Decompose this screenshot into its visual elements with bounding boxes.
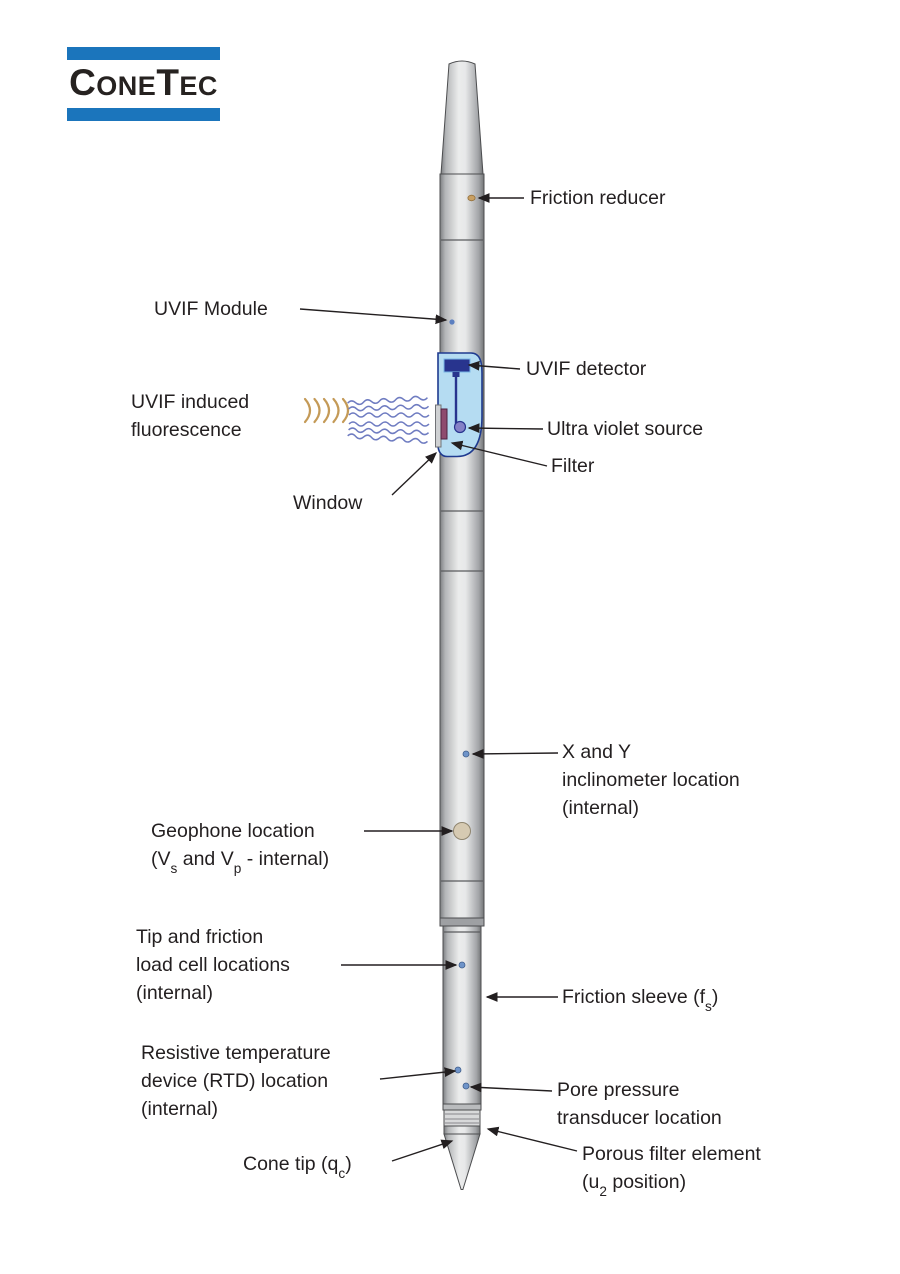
label-inclinometer: X and Y inclinometer location (internal) (562, 738, 740, 822)
label-friction-reducer: Friction reducer (530, 184, 665, 212)
label-text: position) (606, 1171, 687, 1193)
label-window: Window (293, 489, 362, 517)
label-text: load cell locations (136, 954, 290, 976)
label-text: (u2 position) (582, 1168, 761, 1203)
friction-sleeve-rod (442, 925, 482, 1105)
label-text: transducer location (557, 1107, 722, 1129)
label-text: Friction sleeve (f (562, 986, 706, 1008)
label-text: (internal) (136, 982, 213, 1004)
inclinometer-dot (462, 750, 470, 758)
fluorescence-waves (347, 395, 430, 444)
label-text: (internal) (141, 1098, 218, 1120)
subscript: 2 (599, 1183, 607, 1199)
label-text: Cone tip (qc) (243, 1150, 352, 1185)
label-uvif-module: UVIF Module (154, 295, 268, 323)
label-text: Filter (551, 455, 595, 477)
cone-collar (442, 1103, 482, 1111)
callout-arrows (299, 193, 578, 1162)
probe-body (439, 60, 485, 1190)
label-uvif-detector: UVIF detector (526, 355, 646, 383)
detector-stem (452, 372, 460, 377)
label-text: and V (177, 848, 234, 870)
probe-joint-band (439, 917, 485, 927)
logo-top-bar (67, 47, 220, 60)
label-text: Resistive temperature (141, 1042, 331, 1064)
rtd-dot (454, 1066, 462, 1074)
arrow-filter (450, 440, 548, 467)
label-filter: Filter (551, 452, 594, 480)
arrow-window (391, 452, 438, 496)
label-text: fluorescence (131, 419, 242, 441)
label-text: (V (151, 848, 171, 870)
arrow-rtd (379, 1067, 457, 1080)
arrow-porous-filter (486, 1126, 578, 1152)
label-text: - internal) (241, 848, 330, 870)
friction-reducer-port (467, 194, 476, 202)
label-text: Friction sleeve (fs) (562, 983, 718, 1018)
subscript: s (170, 860, 178, 876)
probe-joint-lines (441, 239, 483, 1124)
label-text: (internal) (562, 797, 639, 819)
label-text: UVIF induced (131, 391, 250, 413)
filter-plate (440, 408, 448, 440)
logo-letter: C (69, 62, 97, 103)
label-text: UVIF Module (154, 298, 268, 320)
label-text: Window (293, 492, 363, 514)
label-text: Porous filter element (582, 1143, 761, 1165)
uv-source-lamp (453, 420, 467, 434)
probe-main-tube (439, 173, 485, 919)
label-cone-tip: Cone tip (qc) (243, 1150, 352, 1185)
probe-top-taper (440, 60, 484, 175)
subscript: s (705, 998, 712, 1014)
label-porous-filter: Porous filter element (u2 position) (582, 1140, 761, 1203)
label-rtd: Resistive temperature device (RTD) locat… (141, 1039, 331, 1123)
label-friction-sleeve: Friction sleeve (fs) (562, 983, 718, 1018)
label-text: (Vs and Vp - internal) (151, 845, 329, 880)
label-uv-source: Ultra violet source (547, 415, 703, 443)
uvif-detector-block (443, 358, 471, 373)
label-text: Tip and friction (136, 926, 264, 948)
logo-bottom-bar (67, 108, 220, 121)
label-pore-pressure: Pore pressure transducer location (557, 1076, 722, 1132)
label-geophone: Geophone location (Vs and Vp - internal) (151, 817, 329, 880)
label-text: Friction reducer (530, 187, 666, 209)
label-text: Pore pressure (557, 1079, 680, 1101)
pore-pressure-dot (462, 1082, 470, 1090)
label-text: ) (345, 1153, 352, 1175)
cone-shoulder (443, 1125, 481, 1135)
label-uvif-fluorescence: UVIF induced fluorescence (131, 388, 249, 444)
label-text: inclinometer location (562, 769, 740, 791)
uvif-module-dot (449, 319, 455, 325)
subscript: p (233, 860, 242, 876)
uv-emission-waves (303, 397, 350, 424)
window-glass (435, 404, 442, 448)
arrow-pore-pressure (469, 1082, 553, 1093)
arrow-cone-tip (391, 1139, 454, 1162)
load-cell-dot (458, 961, 466, 969)
logo-letters: ONE (96, 71, 157, 101)
label-text: device (RTD) location (141, 1070, 329, 1092)
logo-letters: EC (179, 71, 218, 101)
label-text: ) (711, 986, 719, 1008)
logo-letter: T (156, 62, 180, 103)
sensor-dots (449, 194, 476, 1090)
label-text: (u (582, 1171, 600, 1193)
arrow-inclinometer (471, 748, 559, 759)
uvif-cutaway (435, 352, 483, 458)
label-text: Ultra violet source (547, 418, 704, 440)
label-text: Geophone location (151, 820, 315, 842)
label-load-cell: Tip and friction load cell locations (in… (136, 923, 290, 1007)
subscript: c (338, 1165, 346, 1181)
arrow-uvif-module (299, 308, 448, 325)
label-text: UVIF detector (526, 358, 647, 380)
geophone-circle (453, 822, 471, 840)
label-text: X and Y (562, 741, 632, 763)
arrow-uvif-detector (467, 360, 521, 371)
arrow-uv-source (467, 423, 544, 434)
label-text: Cone tip (q (243, 1153, 339, 1175)
